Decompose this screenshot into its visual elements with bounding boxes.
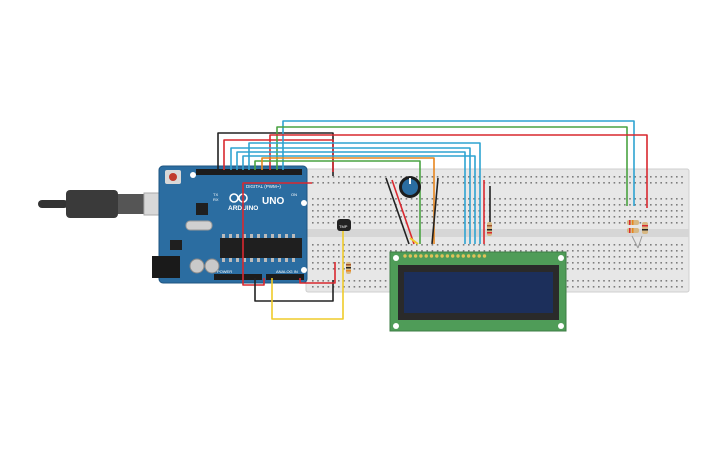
wire-blue-d [242,155,476,244]
reset-button-cap[interactable] [169,173,177,181]
wire-blue-e [248,142,481,244]
temperature-sensor: TMP [337,219,351,231]
lcd-pins [403,254,487,258]
lcd-display [389,251,567,332]
power-header [214,274,262,280]
analog-header [266,274,304,280]
resistor-sensor [346,262,351,274]
on-label: ON [291,192,297,197]
wire-black-pot-b [431,177,439,245]
power-label: POWER [217,269,232,274]
potentiometer[interactable] [399,176,421,198]
wire-blue-a [282,120,635,206]
wire-black-pot-a [385,177,410,245]
wire-blue-b [230,147,471,244]
resistor-rail [487,222,492,236]
lcd-screen [404,272,553,313]
wires [217,120,648,320]
arduino-board: ARDUINO UNO DIGITAL (PWM~) POWER ANALOG … [152,165,308,284]
rx-label: RX [213,197,219,202]
analog-label: ANALOG IN [276,269,298,274]
power-jack [152,256,180,278]
sensor-label: TMP [339,224,348,229]
wire-green-b [254,160,421,244]
wire-red-pot [391,179,415,245]
tx-label: TX [213,192,218,197]
wire-yellow-analog [271,230,344,320]
wire-red-power [242,182,312,286]
wire-black-power [254,278,334,302]
wire-yellow-pot [409,237,419,245]
arduino-model-text: UNO [262,196,284,207]
breadboard-holes [312,176,683,288]
digital-header [196,169,302,175]
wire-red-analog [299,262,336,284]
digital-label: DIGITAL (PWM~) [246,184,281,189]
wire-blue-c [236,151,466,244]
atmega-chip [220,238,302,258]
wire-orange-a [261,157,435,244]
led-resistors [627,220,648,249]
